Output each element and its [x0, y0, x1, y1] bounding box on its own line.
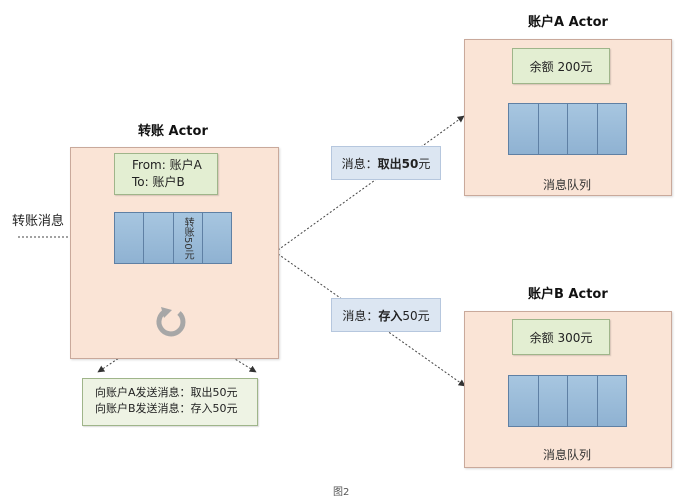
account-b-queue [508, 375, 627, 427]
queue-cell [538, 103, 568, 155]
queue-cell [202, 212, 232, 264]
account-b-title: 账户B Actor [528, 287, 608, 302]
message-b-action: 存入 [378, 308, 403, 323]
account-b-balance-box: 余额 300元 [512, 319, 610, 355]
account-b-queue-label: 消息队列 [543, 448, 592, 462]
circular-arrow-icon [153, 304, 189, 340]
to-line: To: 账户B [132, 175, 185, 189]
queue-cell [597, 103, 627, 155]
account-b-balance: 余额 300元 [529, 330, 593, 345]
send-line-a: 向账户A发送消息：取出50元 [95, 386, 238, 399]
queue-cell [597, 375, 627, 427]
message-a-suffix: 元 [418, 156, 431, 171]
message-a-prefix: 消息： [341, 156, 378, 171]
send-line-b: 向账户B发送消息：存入50元 [95, 402, 238, 415]
from-line: From: 账户A [132, 158, 202, 172]
account-a-queue [508, 103, 627, 155]
transfer-info-box: From: 账户A To: 账户B [114, 153, 218, 195]
message-b-suffix: 50元 [402, 308, 430, 323]
transfer-actor-title: 转账 Actor [138, 124, 208, 139]
account-a-title: 账户A Actor [528, 15, 608, 30]
queue-cell [538, 375, 568, 427]
transfer-message-queue: 转账50元 [114, 212, 232, 264]
queue-cell [568, 375, 598, 427]
input-message-label: 转账消息 [12, 214, 65, 229]
account-a-balance-box: 余额 200元 [512, 48, 610, 84]
queue-cell [508, 375, 539, 427]
arrow-to-account-a [277, 115, 465, 251]
queue-cell [568, 103, 598, 155]
queue-cell [144, 212, 174, 264]
queue-cell [114, 212, 145, 264]
queue-message-text: 转账50元 [182, 216, 194, 260]
queue-cell-message: 转账50元 [173, 212, 203, 264]
message-b-prefix: 消息： [342, 308, 379, 323]
message-a-action: 取出50 [377, 156, 419, 171]
account-a-balance: 余额 200元 [529, 59, 593, 74]
account-a-queue-label: 消息队列 [543, 178, 592, 192]
send-messages-box: 向账户A发送消息：取出50元 向账户B发送消息：存入50元 [82, 378, 258, 426]
queue-cell [508, 103, 539, 155]
